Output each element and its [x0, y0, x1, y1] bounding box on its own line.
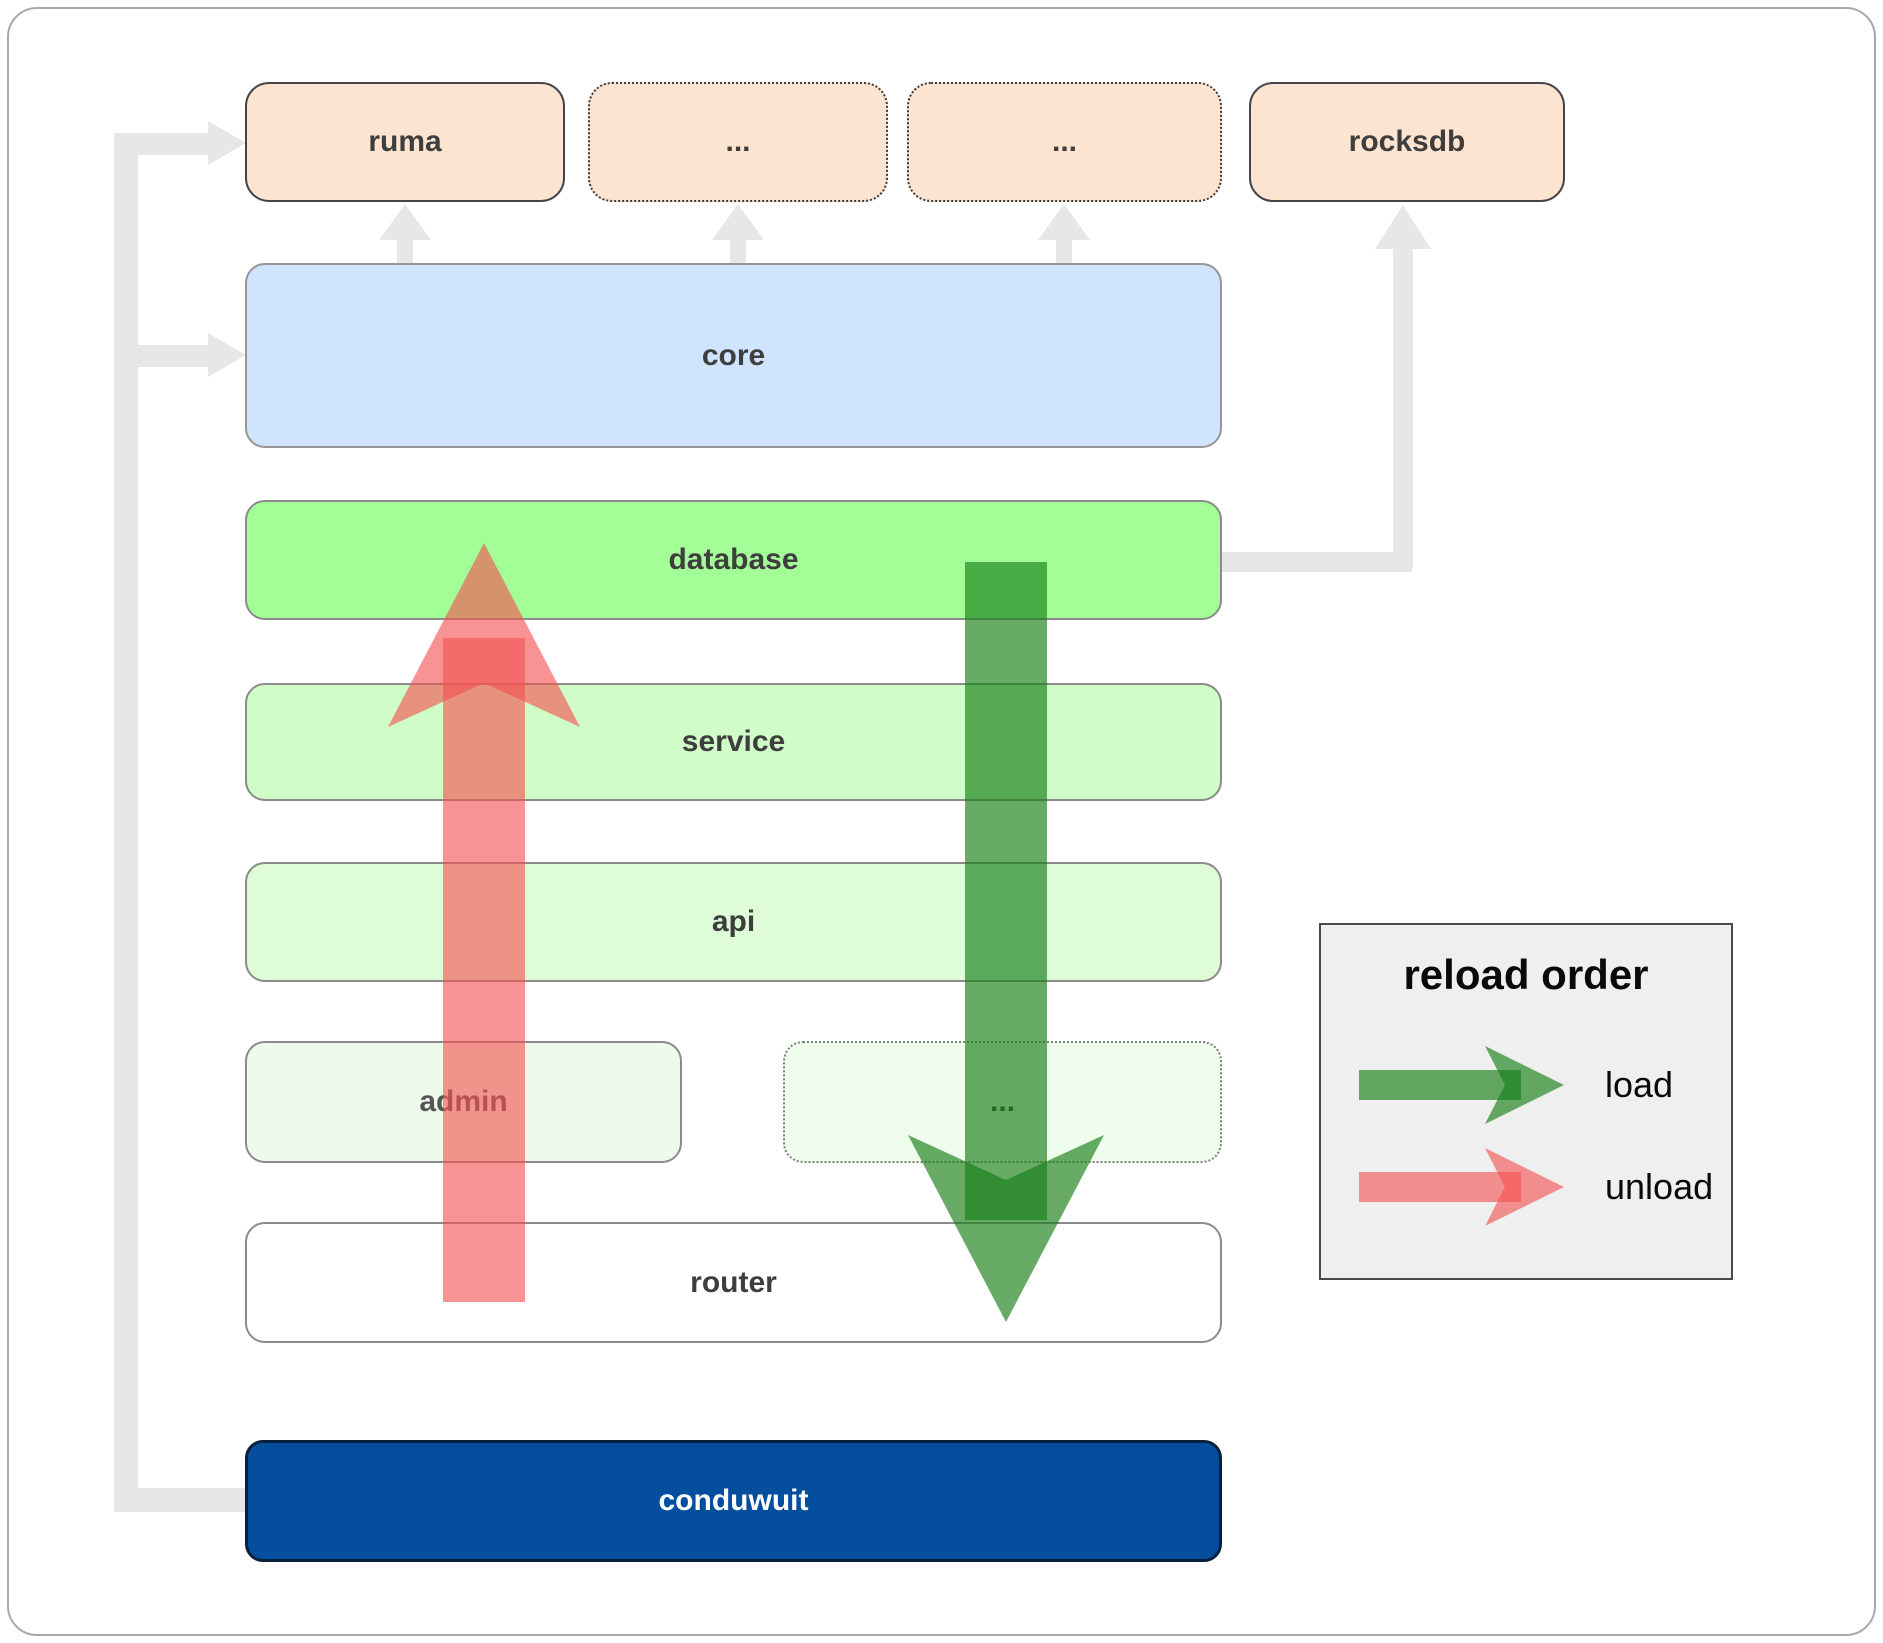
box-ruma-label: ruma — [368, 125, 442, 158]
arrowhead-into-core — [208, 333, 246, 377]
legend-unload-label: unload — [1605, 1166, 1714, 1207]
legend-row-unload: unload — [1359, 1145, 1713, 1229]
box-rocksdb-label: rocksdb — [1348, 125, 1466, 158]
load-arrow-icon — [1359, 1046, 1564, 1124]
box-conduwuit-label: conduwuit — [658, 1484, 809, 1517]
unload-arrow-icon — [1359, 1148, 1564, 1226]
arrowhead-into-ruma — [208, 121, 246, 165]
connector-conduwuit-to-ruma — [114, 121, 246, 1512]
box-api: api — [245, 862, 1222, 982]
legend-row-load: load — [1359, 1043, 1673, 1127]
connector-conduwuit-stub — [114, 1488, 246, 1512]
box-core: core — [245, 263, 1222, 448]
box-core-label: core — [701, 338, 766, 372]
box-more-crates-2: ... — [907, 82, 1222, 202]
arrowhead-into-rocksdb — [1375, 205, 1431, 249]
arrow-core-to-more-2 — [1038, 204, 1090, 265]
box-router: router — [245, 1222, 1222, 1343]
box-service-label: service — [681, 725, 786, 758]
legend: reload order load unload — [1319, 923, 1733, 1280]
legend-title: reload order — [1403, 951, 1649, 998]
box-router-label: router — [690, 1265, 777, 1299]
connector-database-to-rocksdb — [1222, 205, 1431, 572]
box-conduwuit: conduwuit — [245, 1440, 1222, 1562]
box-more-crates-2-label: ... — [1051, 125, 1077, 158]
unload-arrow — [388, 543, 580, 1302]
load-arrow — [908, 562, 1104, 1322]
box-rocksdb: rocksdb — [1249, 82, 1565, 202]
box-more-crates-1-label: ... — [725, 125, 751, 158]
arrow-core-to-more-1 — [712, 204, 764, 265]
connector-conduwuit-to-core — [134, 333, 246, 377]
arrow-core-to-ruma — [379, 204, 431, 265]
box-api-label: api — [711, 905, 756, 938]
box-database: database — [245, 500, 1222, 620]
box-more-crates-1: ... — [588, 82, 888, 202]
legend-load-label: load — [1605, 1064, 1674, 1105]
box-database-label: database — [668, 543, 799, 576]
box-ruma: ruma — [245, 82, 565, 202]
